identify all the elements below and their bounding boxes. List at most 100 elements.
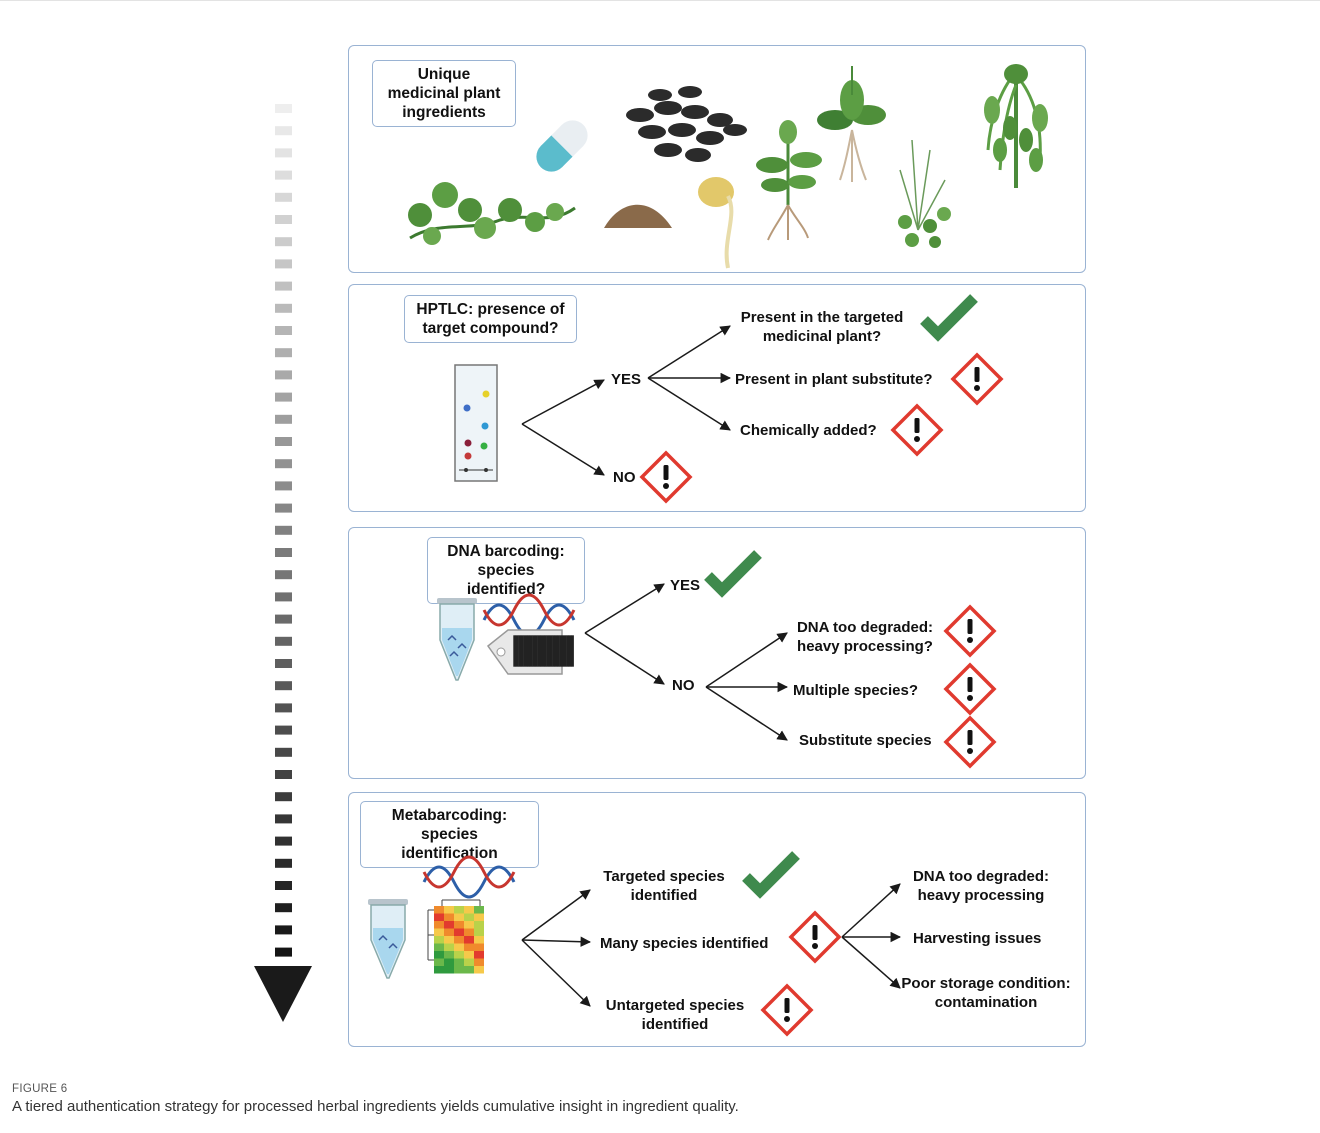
powder-icon — [604, 204, 672, 228]
progression-dash — [275, 814, 292, 824]
heatmap-cell — [434, 928, 444, 936]
heatmap-cell — [474, 966, 484, 974]
dna-barcoding-tag-text: DNA barcoding: species identified? — [447, 543, 565, 598]
progression-dash — [275, 725, 292, 735]
barcode-bar — [566, 635, 569, 667]
seeds-icon — [626, 86, 747, 162]
progression-dash — [275, 836, 292, 846]
hptlc-outcome-substitute: Present in plant substitute? — [735, 371, 933, 388]
progression-dash — [275, 903, 292, 913]
heatmap-cell — [444, 913, 454, 921]
heatmap-cell — [454, 966, 464, 974]
dna-no-label: NO — [672, 677, 695, 694]
progression-dash — [275, 126, 292, 136]
hptlc-substitute-warning-icon — [951, 353, 1003, 405]
barcode-bar — [559, 635, 563, 667]
dna-yes-label: YES — [670, 577, 701, 594]
barcode-bar — [546, 635, 550, 667]
hptlc-outcome-chemical: Chemically added? — [740, 422, 877, 439]
barcode-bar — [513, 635, 516, 667]
hptlc-plate-icon — [454, 364, 498, 482]
hptlc-tag: HPTLC: presence of target compound? — [404, 295, 577, 343]
progression-dash — [275, 481, 292, 491]
progression-dash — [275, 414, 292, 424]
heatmap-cell — [454, 913, 464, 921]
meta-outcome-untargeted: Untargeted species identified — [605, 997, 745, 1033]
progression-dash — [275, 858, 292, 868]
barcode-tag-icon — [486, 629, 574, 675]
progression-dash — [275, 925, 292, 935]
heatmap-cell — [434, 943, 444, 951]
progression-dash — [275, 659, 292, 668]
heatmap-cell — [464, 928, 474, 936]
progression-dash — [275, 614, 292, 624]
herb-icon — [898, 139, 951, 248]
hptlc-no-label: NO — [613, 469, 636, 486]
barcode-bar — [534, 635, 538, 667]
metabarcoding-tag-text: Metabarcoding: species identification — [391, 807, 508, 862]
progression-dash — [275, 592, 292, 602]
heatmap-cell — [474, 936, 484, 944]
progression-dash — [275, 104, 292, 113]
progression-dash — [275, 947, 292, 957]
heatmap-cell — [444, 958, 454, 966]
barcode-bar — [529, 635, 533, 667]
heatmap-cell — [434, 966, 444, 974]
progression-dash — [275, 148, 292, 158]
ingredients-tag-text: Unique medicinal plant ingredients — [387, 66, 501, 121]
heatmap-cell — [474, 951, 484, 959]
heatmap-cell — [444, 951, 454, 959]
heatmap-cell — [434, 921, 444, 929]
figure-caption: A tiered authentication strategy for pro… — [12, 1098, 739, 1115]
progression-dash — [275, 437, 292, 446]
heatmap-cell — [434, 958, 444, 966]
meta-dna-helix-icon — [422, 855, 516, 899]
barcode-bar — [544, 635, 547, 667]
dna-helix-icon — [482, 593, 576, 637]
heatmap-cell — [444, 921, 454, 929]
plantain-icon — [817, 66, 886, 182]
progression-dash — [275, 237, 292, 247]
heatmap-cell — [464, 966, 474, 974]
barcode-bar — [561, 635, 567, 667]
hptlc-targeted-check-icon — [924, 298, 974, 334]
heatmap-cell — [464, 943, 474, 951]
progression-dash — [275, 525, 292, 535]
drooping-plant-icon — [984, 64, 1048, 188]
heatmap-cell — [454, 928, 464, 936]
progression-dash — [275, 215, 292, 224]
top-rule — [0, 0, 1320, 1]
heatmap-cell — [454, 906, 464, 914]
metabarcoding-tag: Metabarcoding: species identification — [360, 801, 539, 868]
heatmap-cell — [464, 958, 474, 966]
heatmap-cell — [474, 913, 484, 921]
heatmap-cell — [434, 913, 444, 921]
hptlc-arrows — [521, 325, 732, 476]
dna-outcome-degraded: DNA too degraded: heavy processing? — [796, 619, 934, 655]
barcode-bar — [568, 635, 572, 667]
dna-arrows — [584, 583, 789, 741]
progression-dash — [275, 703, 292, 713]
dna-yes-check-icon — [708, 554, 758, 590]
progression-dash — [275, 370, 292, 380]
progression-dash — [275, 681, 292, 691]
heatmap-cell — [454, 943, 464, 951]
barcode-bar — [520, 635, 524, 667]
progression-dash — [275, 770, 292, 779]
progression-dash — [275, 459, 292, 469]
heatmap-cell — [464, 951, 474, 959]
hptlc-no-warning-icon — [640, 451, 692, 503]
heatmap-cell — [444, 966, 454, 974]
barcode-bar — [527, 635, 530, 667]
dna-substitute-warning-icon — [944, 716, 996, 768]
meta-many-warning-icon — [789, 911, 841, 963]
heatmap-cell — [464, 936, 474, 944]
meta-cause-storage: Poor storage condition: contamination — [901, 975, 1071, 1011]
progression-dash — [275, 259, 292, 269]
barcode-bar — [537, 635, 541, 667]
progression-arrowhead — [254, 966, 312, 1022]
barcode-bar — [552, 635, 555, 667]
